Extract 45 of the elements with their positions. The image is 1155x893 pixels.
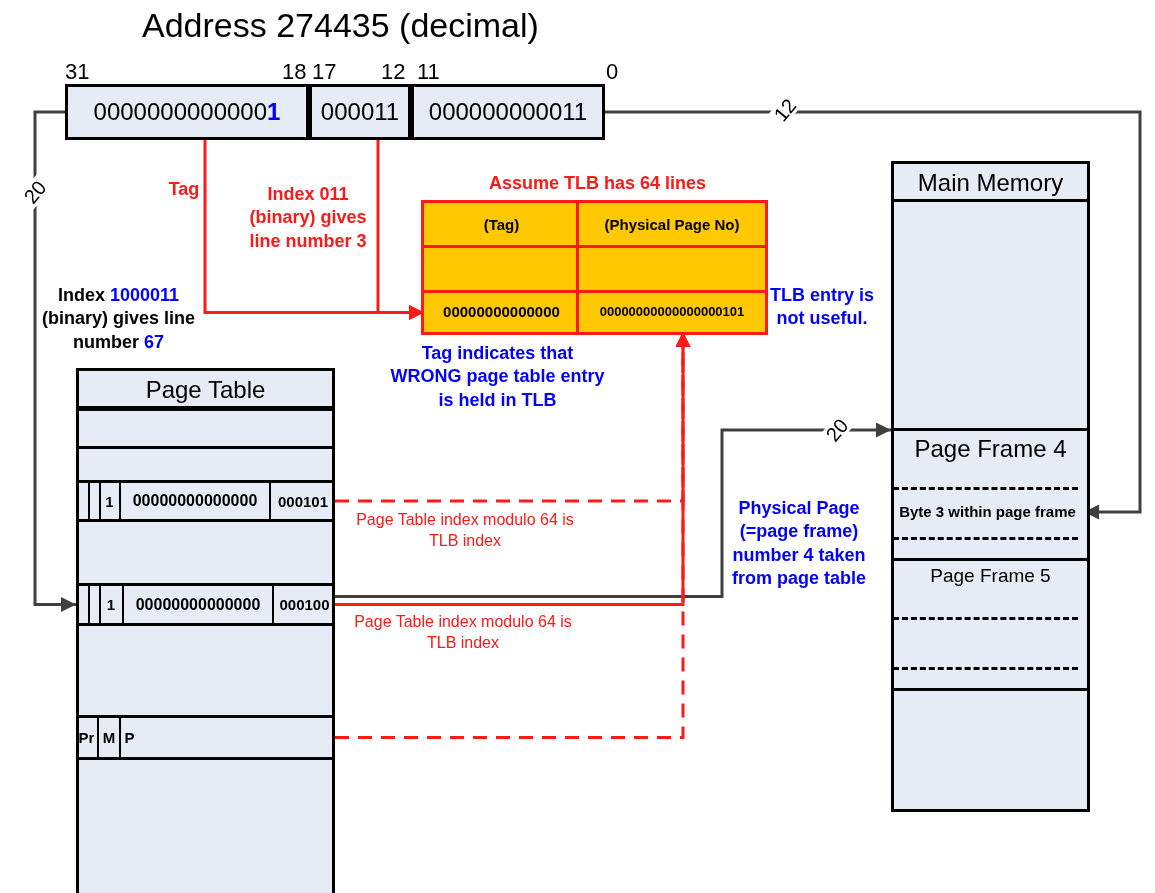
table-heading: Assume TLB has 64 lines (487, 173, 708, 194)
edge-label: Index 011 (binary) gives line number 3 (248, 183, 368, 253)
edge-label: Tag (167, 178, 201, 201)
arrow (605, 110, 1142, 520)
page-table-row (76, 480, 335, 522)
note-text: Tag indicates that WRONG page table entry is held in TLB (390, 342, 605, 412)
table-header-cell: (Physical Page No) (579, 203, 765, 248)
frame-label: Page Frame 5 (929, 565, 1052, 587)
address-field: 000011 (309, 84, 411, 140)
table-cell: 00000000000000000101 (579, 293, 765, 332)
main-memory (891, 161, 1090, 812)
edge-label: Page Table index modulo 64 is TLB index (355, 510, 575, 551)
note-text: Index 1000011 (binary) gives line number 67 (40, 284, 196, 354)
table-cell-text: P (123, 728, 136, 748)
memory-byte: Byte 3 within page frame (891, 487, 1084, 537)
page-table (76, 368, 335, 893)
table-title: Main Memory (894, 164, 1087, 202)
frame-label: Page Frame 4 (913, 435, 1068, 463)
title: Address 274435 (decimal) (142, 6, 539, 45)
bit-number: 31 (65, 58, 90, 86)
edge-label: Page Table index modulo 64 is TLB index (353, 612, 573, 653)
bit-number: 18 (282, 58, 307, 86)
page-table-row (76, 715, 335, 760)
table-cell-text: 000100 (278, 595, 331, 615)
address-field: 000000000011 (411, 84, 605, 140)
table-title: Page Table (79, 371, 332, 409)
bit-number: 17 (312, 58, 337, 86)
table-cell: 1 (100, 586, 124, 623)
arrow (335, 422, 891, 598)
table-cell: 00000000000000 (424, 293, 579, 332)
bit-number: 0 (606, 58, 619, 86)
address-field: 00000000000001 (65, 84, 309, 140)
page-table-row (76, 583, 335, 626)
table-cell: 00000000000000 (124, 586, 274, 623)
table-cell: 1 (100, 483, 121, 519)
note-text: Physical Page (=page frame) number 4 taken from page table (731, 497, 867, 591)
note-text: TLB entry is not useful. (769, 284, 875, 331)
table-cell: M (99, 718, 121, 757)
table-cell-text: 000101 (276, 491, 330, 512)
bit-number: 11 (417, 58, 440, 86)
arrow (33, 110, 76, 612)
table-cell: 00000000000000 (121, 483, 271, 519)
bit-number: 12 (381, 58, 406, 86)
table-header-cell: (Tag) (424, 203, 579, 248)
table-cell: Pr (76, 718, 99, 757)
